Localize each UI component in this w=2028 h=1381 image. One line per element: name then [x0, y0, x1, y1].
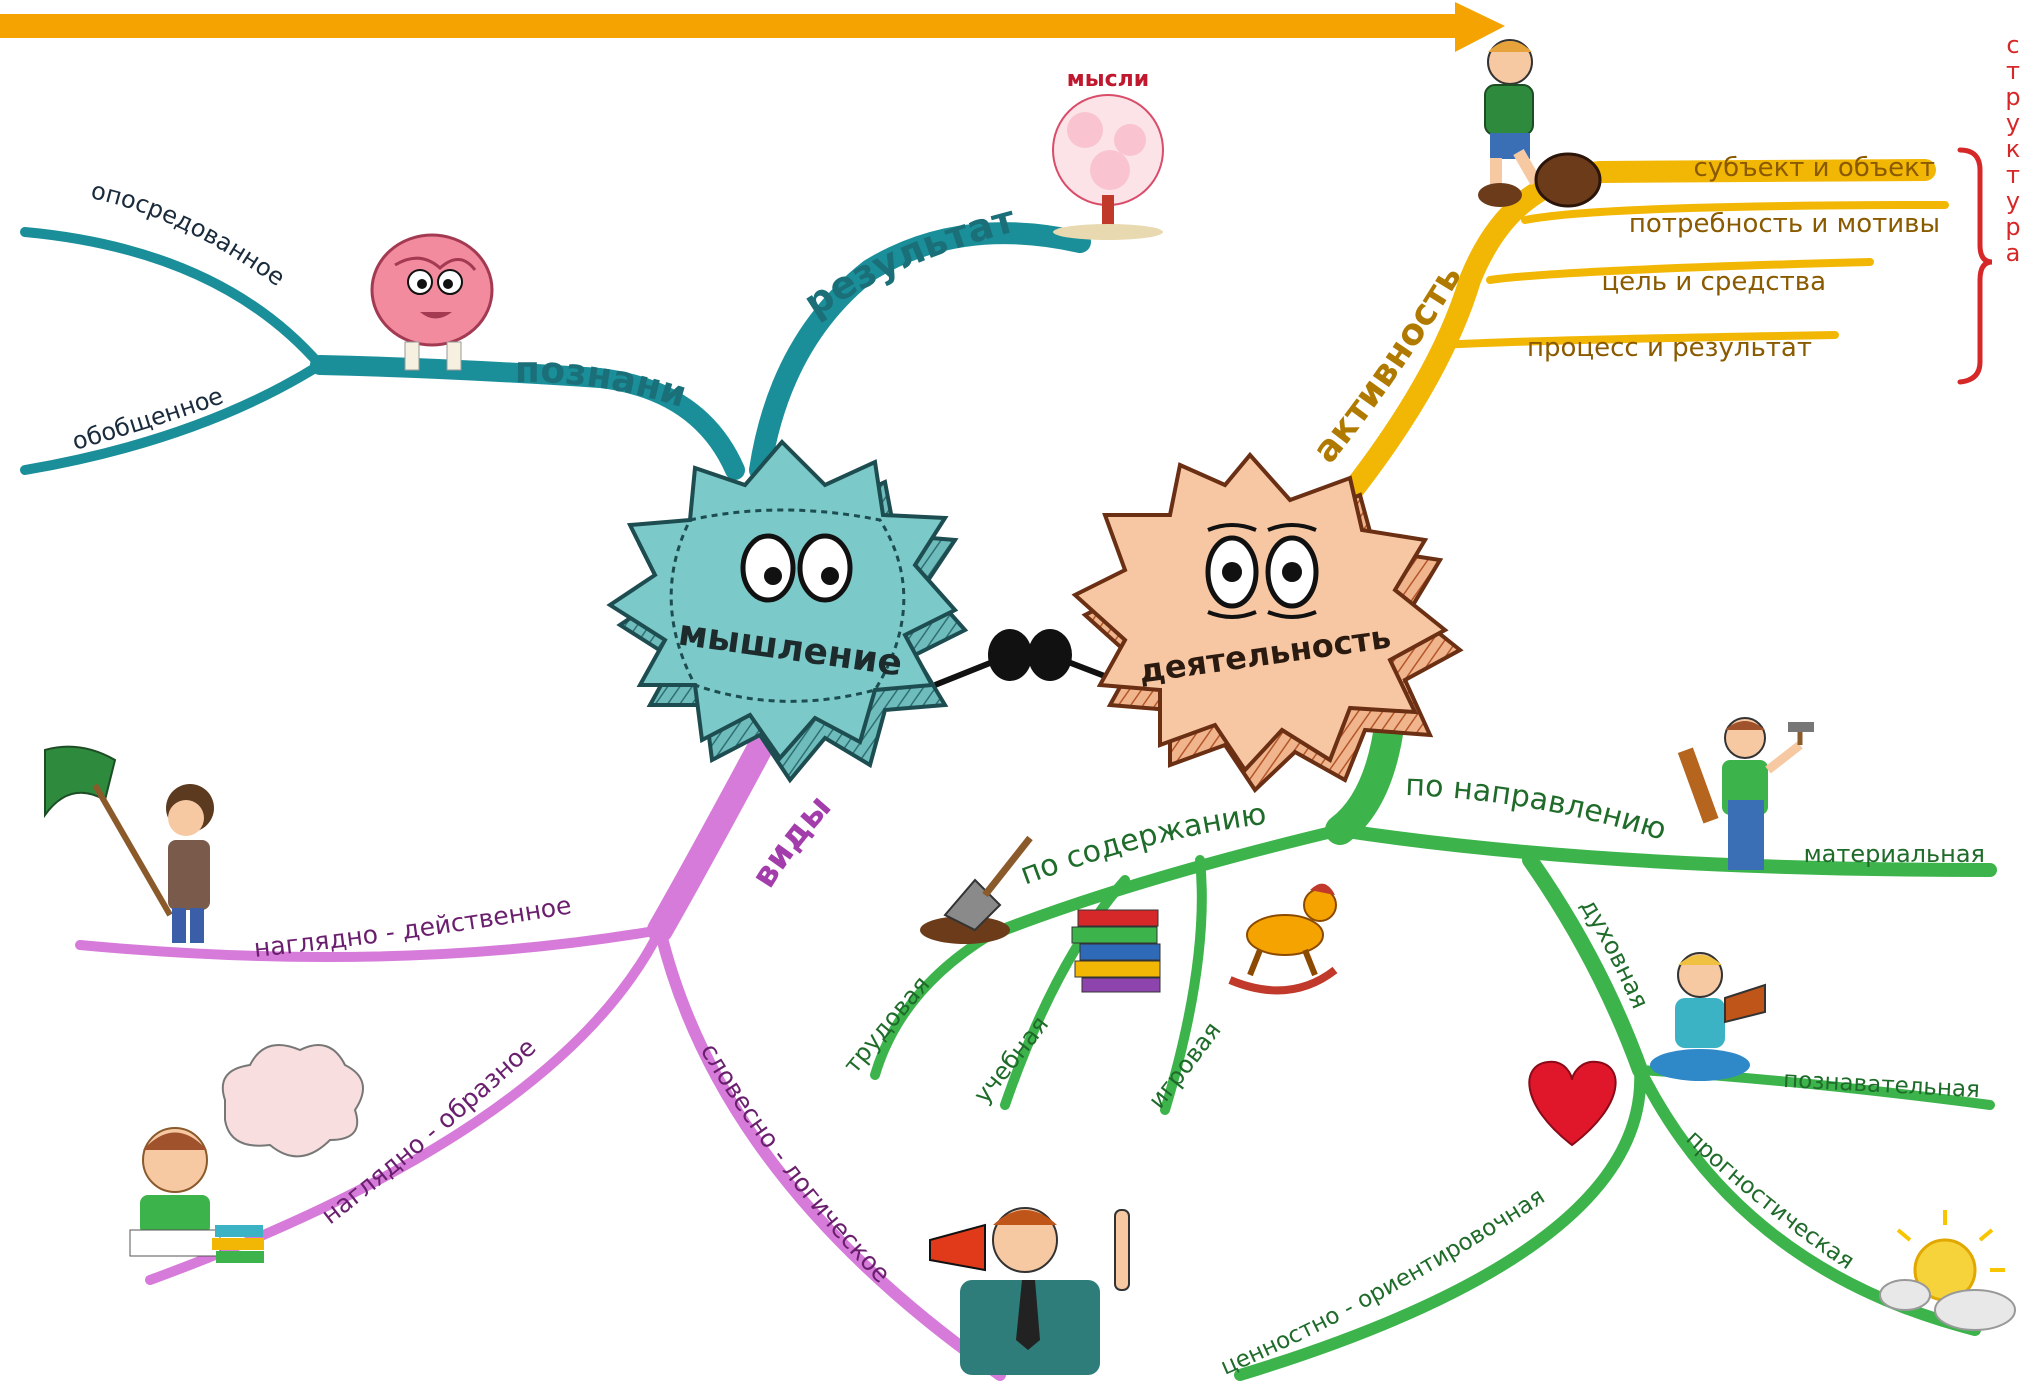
structure-item-process-result: процесс и результат	[1527, 333, 1812, 363]
sun-cloud-illustration	[1879, 1210, 2016, 1331]
books-illustration	[1071, 909, 1161, 993]
labor-label: трудовая	[838, 970, 935, 1078]
value-oriented-label: ценностно - ориентировочная	[1217, 1184, 1550, 1381]
boy-with-cloud-illustration	[129, 1044, 364, 1263]
result-label: результат	[796, 197, 1020, 326]
activity-types-branches	[870, 705, 1997, 1381]
connector	[933, 629, 1117, 688]
brain-illustration	[370, 233, 494, 371]
activity-node: деятельность	[1071, 451, 1464, 794]
thoughts-caption: мысли	[1067, 67, 1149, 92]
cognition-branches	[20, 222, 1091, 481]
reader-illustration	[1650, 952, 1766, 1081]
activity-eyes	[1205, 523, 1319, 619]
structure-label: структура	[1999, 31, 2027, 265]
top-arrow	[0, 2, 1505, 52]
shovel-illustration	[920, 835, 1033, 944]
thinking-node: мышление	[606, 439, 969, 784]
thoughts-tree-illustration: мысли	[1052, 67, 1164, 240]
types-label: виды	[744, 787, 840, 895]
thinking-eyes	[740, 533, 853, 603]
boy-with-net-illustration	[44, 745, 214, 943]
material-label: материальная	[1804, 840, 1985, 868]
cognition-label: познание	[0, 0, 691, 416]
worker-illustration	[1677, 717, 1814, 870]
structure-item-subject-object: субъект и объект	[1693, 153, 1935, 183]
heart-illustration	[1528, 1060, 1617, 1147]
structure-item-need-motives: потребность и мотивы	[1629, 209, 1940, 239]
prognostic-label: прогностическая	[1681, 1125, 1859, 1275]
structure-item-goal-means: цель и средства	[1601, 267, 1826, 297]
hiker-illustration	[1478, 39, 1602, 208]
by-direction-label: по направлению	[1405, 768, 1671, 848]
speaker-illustration	[929, 1207, 1130, 1375]
cognitive-label: познавательная	[1783, 1067, 1981, 1103]
structure-bracket	[1957, 147, 1993, 385]
rocking-horse-illustration	[1228, 883, 1338, 995]
verbal-logical-label: словесно - логическое	[695, 1038, 896, 1288]
